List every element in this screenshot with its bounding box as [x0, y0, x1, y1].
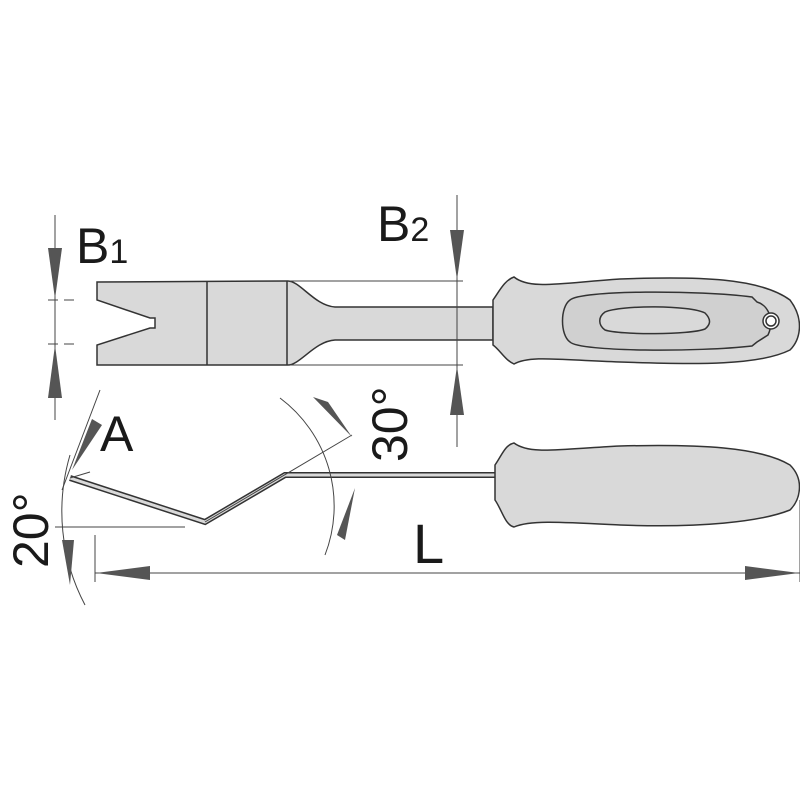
label-l: L: [413, 512, 444, 575]
label-angle-30: 30°: [362, 386, 418, 462]
hanging-hole-inner: [765, 315, 777, 327]
angle-arc-30: [279, 397, 335, 556]
handle-side-view: [494, 442, 800, 528]
label-b1: B1: [76, 218, 128, 274]
blade-top-view: [96, 280, 494, 366]
label-b2: B2: [377, 196, 429, 252]
handle-grip-inner: [599, 306, 711, 335]
label-a: A: [100, 406, 134, 462]
dimension-arrows: [48, 230, 799, 585]
label-angle-20: 20°: [3, 492, 59, 568]
angle-arc-20: [61, 454, 86, 606]
